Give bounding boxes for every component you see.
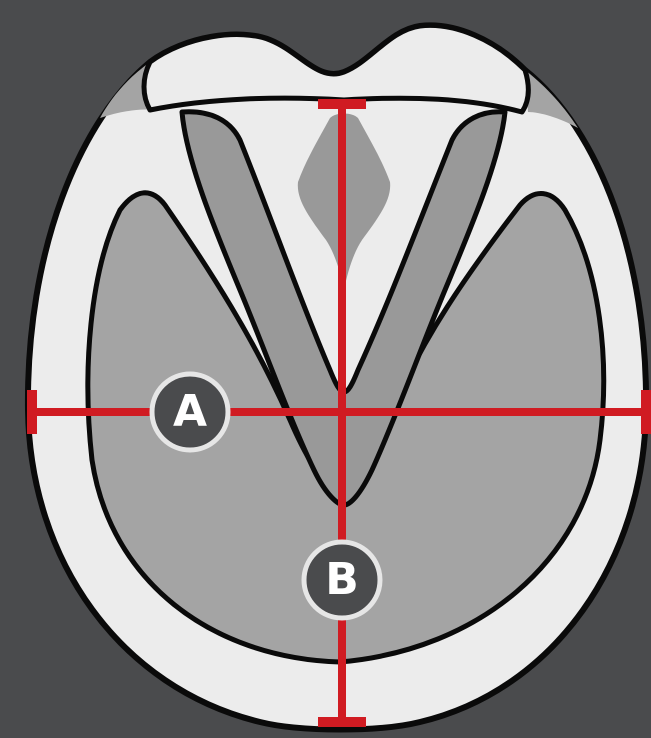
badge-b-label: B xyxy=(325,554,359,605)
badge-b: B xyxy=(304,542,380,618)
badge-a: A xyxy=(152,374,228,450)
badge-a-label: A xyxy=(173,386,207,437)
